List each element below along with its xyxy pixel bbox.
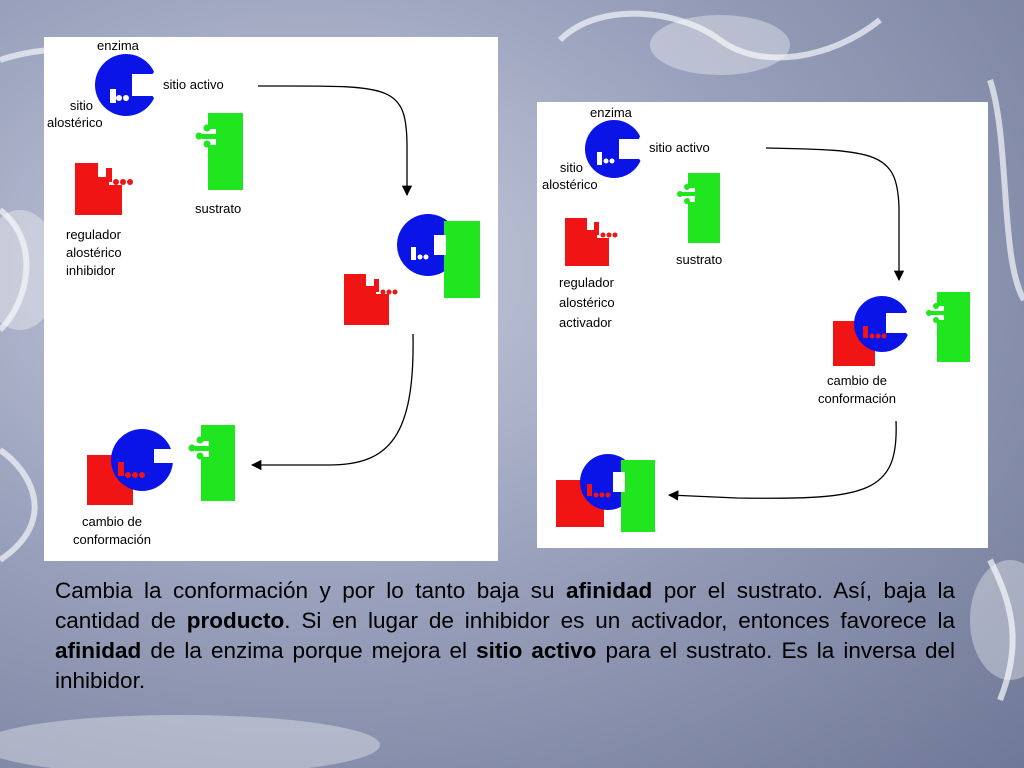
caption-bold-active-site: sitio activo: [476, 638, 597, 663]
caption-bold-product: producto: [186, 608, 285, 633]
explanation-caption: Cambia la conformación y por lo tanto ba…: [55, 576, 955, 696]
flow-arrow-1: [257, 85, 413, 197]
conformation-change-label-line2: conformación: [817, 391, 897, 406]
activator-diagram-panel: enzima sitio activo sitio alostérico sus…: [537, 102, 988, 548]
flow-arrow-2: [250, 333, 414, 471]
regulator-label-line2: alostérico: [559, 295, 615, 310]
allosteric-site-label-line1: sitio: [69, 98, 93, 113]
activator-bound-enzyme: [833, 292, 970, 366]
regulator-label-line2: alostérico: [66, 245, 122, 260]
conformation-change-label-line1: cambio de: [827, 373, 887, 388]
allosteric-site-label-line2: alostérico: [47, 115, 103, 130]
regulator-inhibitor-icon: [75, 163, 133, 215]
regulator-label-line3: inhibidor: [66, 263, 116, 278]
enzyme-label: enzima: [590, 105, 632, 120]
caption-bold-affinity-1: afinidad: [566, 578, 653, 603]
caption-text-5: para el sustrato. Es la inversa del inhi…: [55, 638, 955, 693]
regulator-activator-icon: [565, 218, 618, 266]
inhibitor-diagram-panel: enzima sitio activo sitio alostérico sus…: [44, 37, 498, 561]
inhibitor-diagram-drawing: [75, 54, 480, 505]
activator-diagram-drawing: [556, 120, 970, 532]
active-site-label: sitio activo: [649, 140, 710, 155]
conformation-change-label-line2: conformación: [72, 532, 152, 547]
regulator-label-line1: regulador: [559, 275, 614, 290]
enzyme-substrate-activator-complex: [556, 454, 655, 532]
regulator-label-line1: regulador: [66, 227, 121, 242]
allosteric-site-label-line1: sitio: [559, 160, 583, 175]
caption-text-3: . Si en lugar de inhibidor es un activad…: [284, 608, 955, 633]
conformation-change-label-line1: cambio de: [82, 514, 142, 529]
substrate-label: sustrato: [676, 252, 723, 267]
flow-arrow-2: [667, 420, 897, 501]
flow-arrow-1: [765, 147, 905, 282]
active-site-label: sitio activo: [163, 77, 224, 92]
substrate-label: sustrato: [195, 201, 242, 216]
substrate-icon: [194, 113, 243, 190]
allosteric-site-label-line2: alostérico: [542, 177, 598, 192]
enzyme-icon: [95, 54, 160, 116]
enzyme-icon: [585, 120, 645, 178]
caption-text-2: por el sustrato. Así, baja la cantidad d…: [55, 578, 955, 633]
caption-text-4: de la enzima porque mejora el: [141, 638, 477, 663]
altered-enzyme-complex: [87, 425, 235, 505]
enzyme-label: enzima: [97, 38, 139, 53]
caption-bold-affinity-2: afinidad: [55, 638, 142, 663]
caption-text-1: Cambia la conformación y por lo tanto ba…: [55, 578, 566, 603]
substrate-icon: [675, 173, 720, 243]
regulator-label-line3: activador: [559, 315, 612, 330]
enzyme-substrate-inhibitor-complex: [344, 214, 480, 325]
